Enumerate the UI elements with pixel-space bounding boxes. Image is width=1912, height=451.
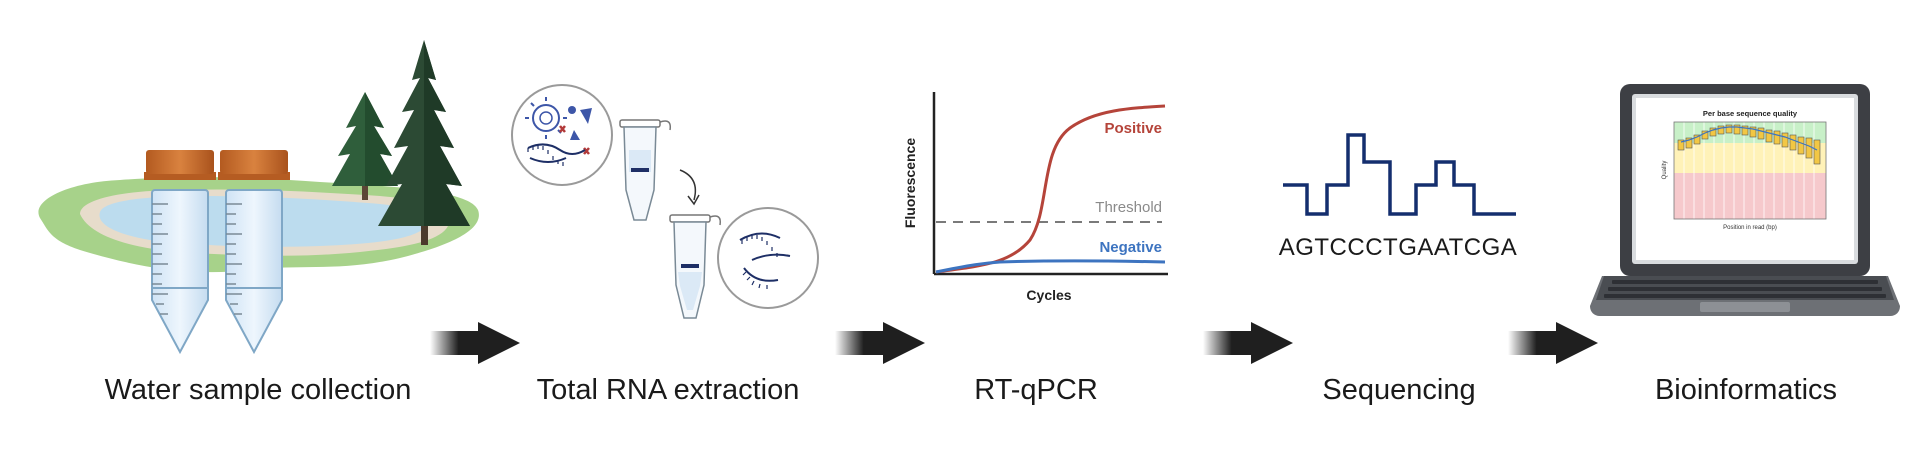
rna-strands-circle-icon	[717, 207, 819, 309]
keyboard	[1604, 280, 1886, 298]
plot-xlabel: Position in read (bp)	[1723, 225, 1777, 231]
pine-tree-tall-icon	[378, 40, 470, 245]
qpcr-chart: Positive Threshold Negative Cycles Fluor…	[902, 92, 1168, 303]
step-label-bioinformatics: Bioinformatics	[1654, 374, 1838, 406]
negative-curve	[935, 259, 1166, 274]
x-axis-label: Cycles	[1026, 287, 1071, 303]
microtube-icon	[619, 119, 672, 221]
curved-arrow-icon	[679, 169, 697, 201]
step-label-rt-qpcr: RT-qPCR	[974, 374, 1098, 406]
arrow-icon	[835, 322, 925, 364]
trackpad	[1700, 302, 1790, 312]
step-label-total-rna-extraction: Total RNA extraction	[536, 374, 800, 406]
sample-contents-circle-icon	[511, 84, 613, 186]
arrow-icon	[1508, 322, 1598, 364]
step-label-water-sample-collection: Water sample collection	[104, 374, 412, 406]
sample-tube-icon	[144, 150, 216, 355]
sample-tube-icon	[218, 150, 290, 355]
quality-plot: Per base sequence quality Position in re…	[1662, 109, 1827, 231]
sequence-trace	[1283, 133, 1516, 216]
step-label-sequencing: Sequencing	[1322, 374, 1476, 406]
y-axis-label: Fluorescence	[902, 138, 918, 228]
sequencing-illustration: AGTCCCTGAATCGA	[1279, 133, 1518, 261]
positive-label: Positive	[1104, 120, 1162, 137]
threshold-label: Threshold	[1095, 199, 1162, 216]
plot-ylabel: Quality	[1662, 161, 1668, 180]
plot-title: Per base sequence quality	[1703, 109, 1798, 118]
arrow-icon	[1203, 322, 1293, 364]
dna-sequence: AGTCCCTGAATCGA	[1279, 234, 1518, 261]
rna-extraction-illustration	[511, 84, 819, 319]
arrow-icon	[430, 322, 520, 364]
negative-label: Negative	[1099, 239, 1162, 256]
laptop-icon: Per base sequence quality Position in re…	[1590, 84, 1900, 316]
microtube-icon	[669, 214, 722, 319]
pine-tree-small-icon	[332, 92, 398, 200]
water-sample-illustration	[38, 40, 479, 355]
